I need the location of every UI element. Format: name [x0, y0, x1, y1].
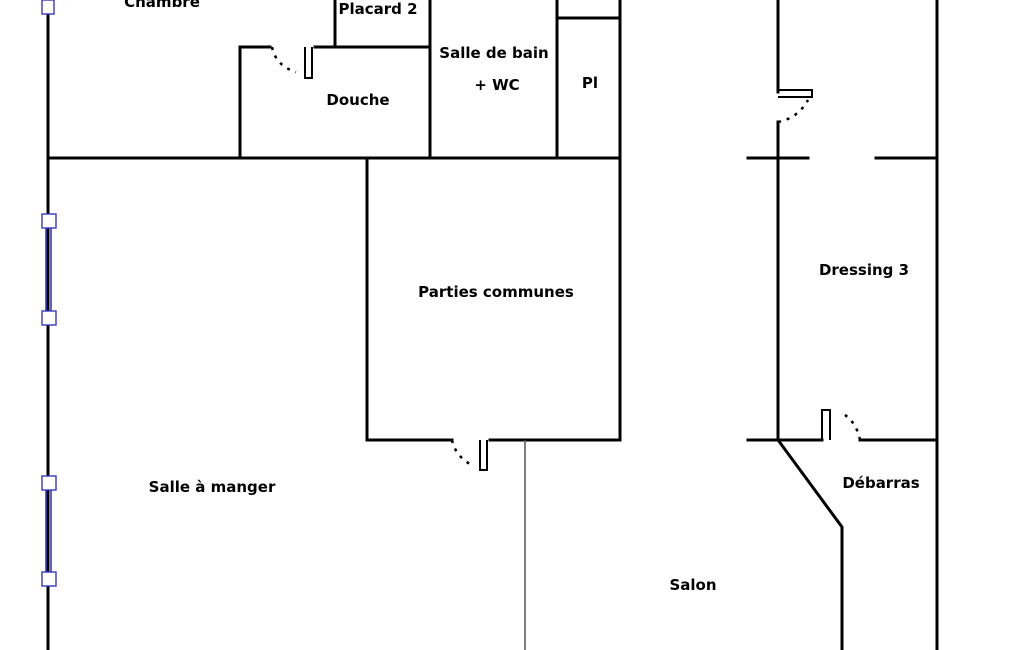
room-label-douche: Douche [326, 91, 390, 109]
door-parties-communes [450, 439, 488, 471]
windows [41, 0, 57, 587]
room-label-chambre: Chambre [124, 0, 200, 11]
doors [270, 46, 862, 471]
room-label-salon: Salon [669, 576, 717, 594]
room-label-pl: Pl [581, 74, 599, 92]
wall-debarras-diagonal [775, 437, 844, 650]
window-salle-a-manger-lower [41, 475, 57, 587]
door-douche [270, 46, 313, 79]
door-dressing-top [777, 89, 813, 124]
room-label-placard-2: Placard 2 [338, 0, 418, 18]
room-label-salle-de-bain-wc: + WC [474, 76, 520, 94]
window-salle-a-manger-upper [41, 213, 57, 326]
window-chambre [41, 0, 55, 15]
door-debarras [821, 409, 862, 441]
walls [46, 0, 939, 650]
room-label-debarras: Débarras [842, 474, 920, 492]
room-label-parties-communes: Parties communes [418, 283, 574, 301]
room-label-dressing-3: Dressing 3 [818, 261, 910, 279]
room-label-salle-de-bain: Salle de bain [439, 44, 549, 62]
room-label-salle-a-manger: Salle à manger [148, 478, 276, 496]
